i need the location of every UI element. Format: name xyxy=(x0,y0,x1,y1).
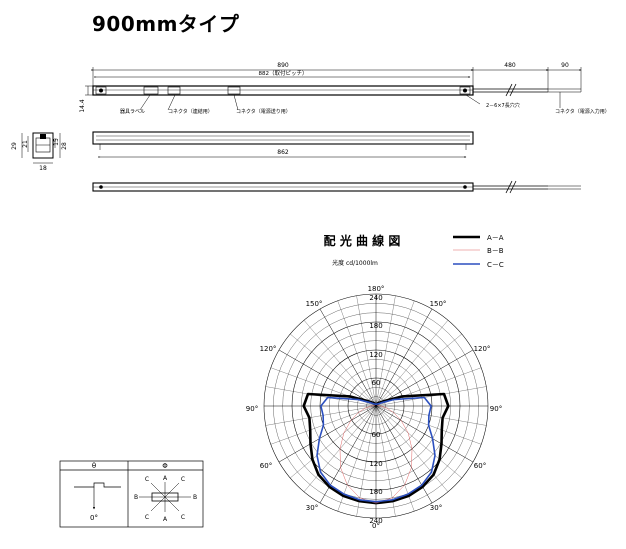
phi-label-right: B xyxy=(193,494,197,501)
label-holes: 2－6×7長穴穴 xyxy=(486,102,520,109)
orientation-phi-header: Φ xyxy=(162,462,168,470)
radial-tick-180-bottom: 180 xyxy=(369,488,382,496)
phi-label-bottom: A xyxy=(163,516,168,523)
angle-label-120-right: 120° xyxy=(474,345,491,353)
polar-grid-spoke xyxy=(375,295,396,407)
polar-grid-spoke xyxy=(303,320,377,407)
polar-grid-spoke xyxy=(290,333,377,407)
label-equipment: 器具ラベル xyxy=(120,109,145,115)
fixture-cross-section xyxy=(21,132,61,164)
dim-pitch: 882（取付ピッチ） xyxy=(259,69,308,77)
polar-series-c xyxy=(316,396,436,503)
fixture-front-view xyxy=(92,131,474,158)
polar-grid-spoke xyxy=(375,320,449,407)
dim-height: 14.4 xyxy=(79,99,86,113)
polar-grid-spoke xyxy=(290,405,377,479)
polar-grid-spoke xyxy=(375,300,415,407)
angle-label-90-right: 90° xyxy=(490,405,502,413)
legend-label-a: A－A xyxy=(487,234,504,242)
polar-curves xyxy=(302,392,450,505)
polar-grid-spoke xyxy=(375,405,487,426)
angle-label-90-left: 90° xyxy=(246,405,258,413)
radial-tick-60-top: 60 xyxy=(372,379,381,387)
polar-grid-spoke xyxy=(375,349,474,407)
phi-label-top: A xyxy=(163,475,168,482)
polar-grid-spoke xyxy=(375,405,462,479)
polar-grid-spoke xyxy=(375,386,487,407)
angle-label-150-left: 150° xyxy=(306,300,323,308)
angle-label-30-right: 30° xyxy=(430,504,442,512)
label-connector-link: コネクタ（連結用） xyxy=(168,108,213,115)
radial-tick-240-bottom: 240 xyxy=(369,517,382,525)
polar-grid-spoke xyxy=(375,333,462,407)
angle-label-0: 0° xyxy=(372,522,380,530)
angle-label-120-left: 120° xyxy=(260,345,277,353)
polar-grid-spoke xyxy=(356,295,377,407)
label-connector-power-in: コネクタ（電源入力用） xyxy=(555,108,610,115)
page-title: 900mmタイプ xyxy=(92,12,240,36)
dim-section-b: 15 xyxy=(53,138,60,146)
angle-label-60-left: 60° xyxy=(260,462,272,470)
polar-grid-spoke xyxy=(265,405,377,426)
polar-title: 配 光 曲 線 図 xyxy=(324,233,401,248)
phi-label-top-left: C xyxy=(145,476,149,483)
legend-label-c: C－C xyxy=(487,261,504,269)
phi-label-top-right: C xyxy=(181,476,185,483)
polar-grid-spoke xyxy=(265,386,377,407)
radial-tick-120-bottom: 120 xyxy=(369,460,382,468)
polar-grid-spoke xyxy=(278,405,377,463)
dim-section-c: 28 xyxy=(61,142,68,150)
polar-grid-spoke xyxy=(319,308,377,407)
angle-label-150-right: 150° xyxy=(430,300,447,308)
polar-grid-spoke xyxy=(375,405,474,463)
dim-cable-end: 90 xyxy=(561,62,569,69)
radial-tick-180-top: 180 xyxy=(369,322,382,330)
angle-label-180: 180° xyxy=(368,285,385,293)
polar-unit: 光度 cd/1000lm xyxy=(332,259,378,267)
radial-tick-60-bottom: 60 xyxy=(372,431,381,439)
phi-label-bottom-left: C xyxy=(145,514,149,521)
radial-tick-240-top: 240 xyxy=(369,294,382,302)
fixture-side-view xyxy=(92,180,581,194)
phi-label-bottom-right: C xyxy=(181,514,185,521)
polar-grid-spoke xyxy=(278,349,377,407)
dim-section-d: 18 xyxy=(39,165,47,172)
dim-section-width: 29 xyxy=(11,142,18,150)
phi-label-left: B xyxy=(134,494,138,501)
fixture-top-view xyxy=(85,67,582,111)
angle-label-30-left: 30° xyxy=(306,504,318,512)
polar-grid-spoke xyxy=(375,405,433,504)
polar-grid xyxy=(263,293,489,519)
dim-overall: 890 xyxy=(277,62,289,69)
dim-cable-length: 480 xyxy=(504,62,516,69)
label-connector-power-out: コネクタ（電源送り用） xyxy=(236,108,291,115)
polar-grid-spoke xyxy=(375,308,433,407)
orientation-table xyxy=(59,460,204,528)
dim-inner: 862 xyxy=(277,149,289,156)
angle-label-60-right: 60° xyxy=(474,462,486,470)
polar-legend: A－A B－B C－C xyxy=(453,234,504,269)
polar-grid-spoke xyxy=(337,300,377,407)
orientation-zero-label: 0° xyxy=(90,514,98,522)
legend-label-b: B－B xyxy=(487,247,504,255)
dim-section-a: 21 xyxy=(22,140,29,148)
orientation-theta-header: θ xyxy=(92,462,96,470)
radial-tick-120-top: 120 xyxy=(369,351,382,359)
polar-grid-spoke xyxy=(319,405,377,504)
